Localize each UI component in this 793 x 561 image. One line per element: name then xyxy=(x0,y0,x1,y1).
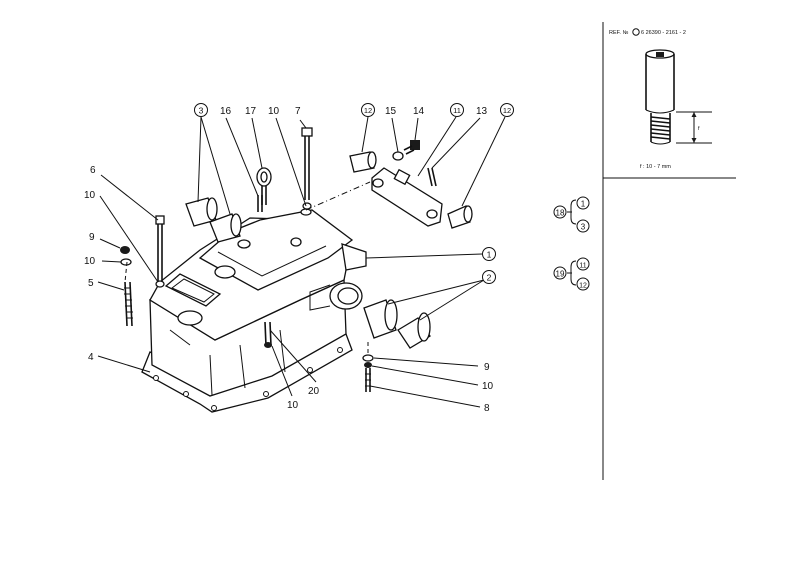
inset-stud-part: f f : 10 - 7 mm xyxy=(640,49,712,170)
callout-10-d: 10 xyxy=(482,381,494,392)
washer-10-left xyxy=(120,258,132,266)
callout-7: 7 xyxy=(295,106,301,117)
callout-12-a: 12 xyxy=(364,106,372,115)
bushing-3a xyxy=(185,197,218,227)
bushing-12a xyxy=(349,151,377,173)
cover-bracket xyxy=(371,167,443,227)
bushing-12b xyxy=(447,205,473,229)
callout-14: 14 xyxy=(413,106,425,117)
bolt-6 xyxy=(155,215,165,282)
group-19: 19 11 12 xyxy=(553,257,590,291)
callout-10-e: 10 xyxy=(287,400,299,411)
group-19-member-1: 11 xyxy=(579,263,586,270)
group-18: 18 1 3 xyxy=(553,196,590,233)
callout-12-b: 12 xyxy=(503,106,511,115)
inset-ref-text: REF. № 6 26390 - 2161 - 2 xyxy=(609,28,686,36)
group-18-id: 18 xyxy=(556,209,565,218)
callout-20: 20 xyxy=(308,386,320,397)
callout-16: 16 xyxy=(220,106,232,117)
gearbox-housing xyxy=(141,208,367,413)
nut-9-left xyxy=(120,246,130,254)
callout-15: 15 xyxy=(385,106,397,117)
stud-16 xyxy=(257,195,263,212)
callout-3: 3 xyxy=(199,106,204,116)
washer-15 xyxy=(392,151,404,161)
inset-dim-label: f xyxy=(698,126,700,132)
group-19-id: 19 xyxy=(556,270,565,279)
group-19-member-2: 12 xyxy=(579,283,587,290)
plug-20 xyxy=(264,321,272,348)
stud-8 xyxy=(362,354,374,392)
callout-10-b: 10 xyxy=(84,256,96,267)
callout-8: 8 xyxy=(484,403,490,414)
callout-9-a: 9 xyxy=(89,232,95,243)
washer-10-bolt6 xyxy=(155,280,165,288)
bushing-2b xyxy=(397,312,431,349)
callout-labels: 6 10 9 10 5 4 16 17 10 7 15 14 13 9 10 8… xyxy=(84,106,494,414)
callout-17: 17 xyxy=(245,106,257,117)
fasteners xyxy=(120,127,437,392)
circled-callouts: 3 12 11 12 1 2 xyxy=(194,103,514,284)
inset-ref-label: REF. № xyxy=(609,30,628,36)
callout-6: 6 xyxy=(90,165,96,176)
inset-dim-value: f : 10 - 7 mm xyxy=(640,164,671,170)
callout-9-b: 9 xyxy=(484,362,490,373)
bushings xyxy=(185,151,473,349)
callout-4: 4 xyxy=(88,352,94,363)
group-18-member-1: 1 xyxy=(581,200,586,209)
inset-ref-code: 6 26390 - 2161 - 2 xyxy=(641,30,686,36)
bushing-2a xyxy=(363,299,398,339)
group-18-member-2: 3 xyxy=(581,223,586,232)
leader-lines xyxy=(97,116,506,408)
callout-11: 11 xyxy=(453,106,461,115)
callout-10-c: 10 xyxy=(268,106,280,117)
callout-5: 5 xyxy=(88,278,94,289)
inset-frame xyxy=(602,22,736,480)
callout-2: 2 xyxy=(487,273,492,283)
stud-5 xyxy=(124,281,133,327)
bolt-7 xyxy=(301,127,313,200)
bolt-14 xyxy=(403,140,420,155)
callout-1: 1 xyxy=(487,250,492,260)
pin-13 xyxy=(427,167,437,187)
callout-13: 13 xyxy=(476,106,488,117)
callout-10-a: 10 xyxy=(84,190,96,201)
eye-bolt-17 xyxy=(256,167,272,205)
bushing-3b xyxy=(209,213,242,243)
